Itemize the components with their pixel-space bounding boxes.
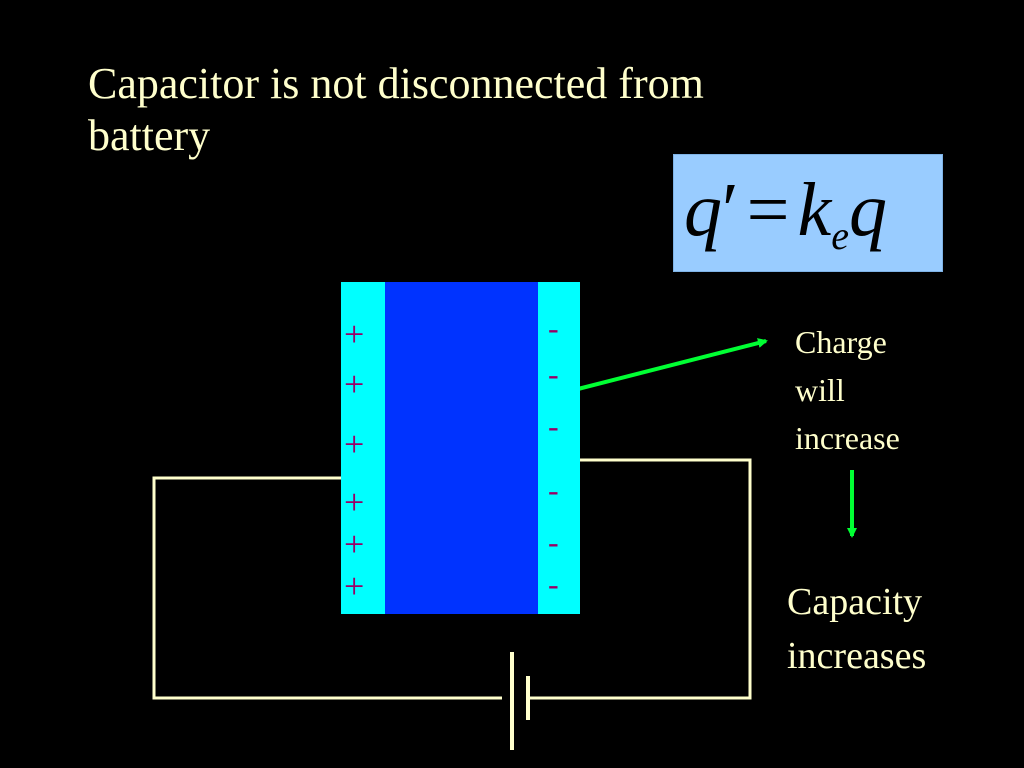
formula-equals: = xyxy=(746,168,790,252)
plus-sign: + xyxy=(344,566,365,606)
formula-q-prime-base: q xyxy=(684,168,722,252)
formula-box: q′=keq xyxy=(673,154,943,272)
charge-label: Charge will increase xyxy=(795,318,900,462)
wire-right xyxy=(528,458,752,700)
capacitor-positive-plate xyxy=(341,282,385,614)
capacity-label: Capacity increases xyxy=(787,575,926,683)
minus-sign: - xyxy=(548,408,559,444)
capacitor-negative-plate xyxy=(538,282,580,614)
capacitor-dielectric xyxy=(385,282,538,614)
title-line-2: battery xyxy=(88,111,211,160)
minus-sign: - xyxy=(548,310,559,346)
minus-sign: - xyxy=(548,524,559,560)
slide-title: Capacitor is not disconnected from batte… xyxy=(88,58,848,162)
charge-label-line: increase xyxy=(795,420,900,456)
minus-sign: - xyxy=(548,356,559,392)
capacity-label-line: Capacity xyxy=(787,581,923,623)
title-line-1: Capacitor is not disconnected from xyxy=(88,59,704,108)
plus-sign: + xyxy=(344,524,365,564)
minus-sign: - xyxy=(548,472,559,508)
charge-label-line: Charge xyxy=(795,324,887,360)
formula-prime: ′ xyxy=(722,168,739,252)
plus-sign: + xyxy=(344,424,365,464)
charge-label-line: will xyxy=(795,372,845,408)
formula: q′=keq xyxy=(684,165,887,281)
wire-left xyxy=(152,476,502,700)
minus-sign: - xyxy=(548,566,559,602)
plus-sign: + xyxy=(344,314,365,354)
formula-k: k xyxy=(797,168,832,252)
arrow-to-charge-label xyxy=(573,338,768,392)
formula-q: q xyxy=(849,168,887,252)
formula-k-subscript: e xyxy=(831,213,849,258)
plus-sign: + xyxy=(344,482,365,522)
plus-sign: + xyxy=(344,364,365,404)
capacity-label-line: increases xyxy=(787,635,927,677)
